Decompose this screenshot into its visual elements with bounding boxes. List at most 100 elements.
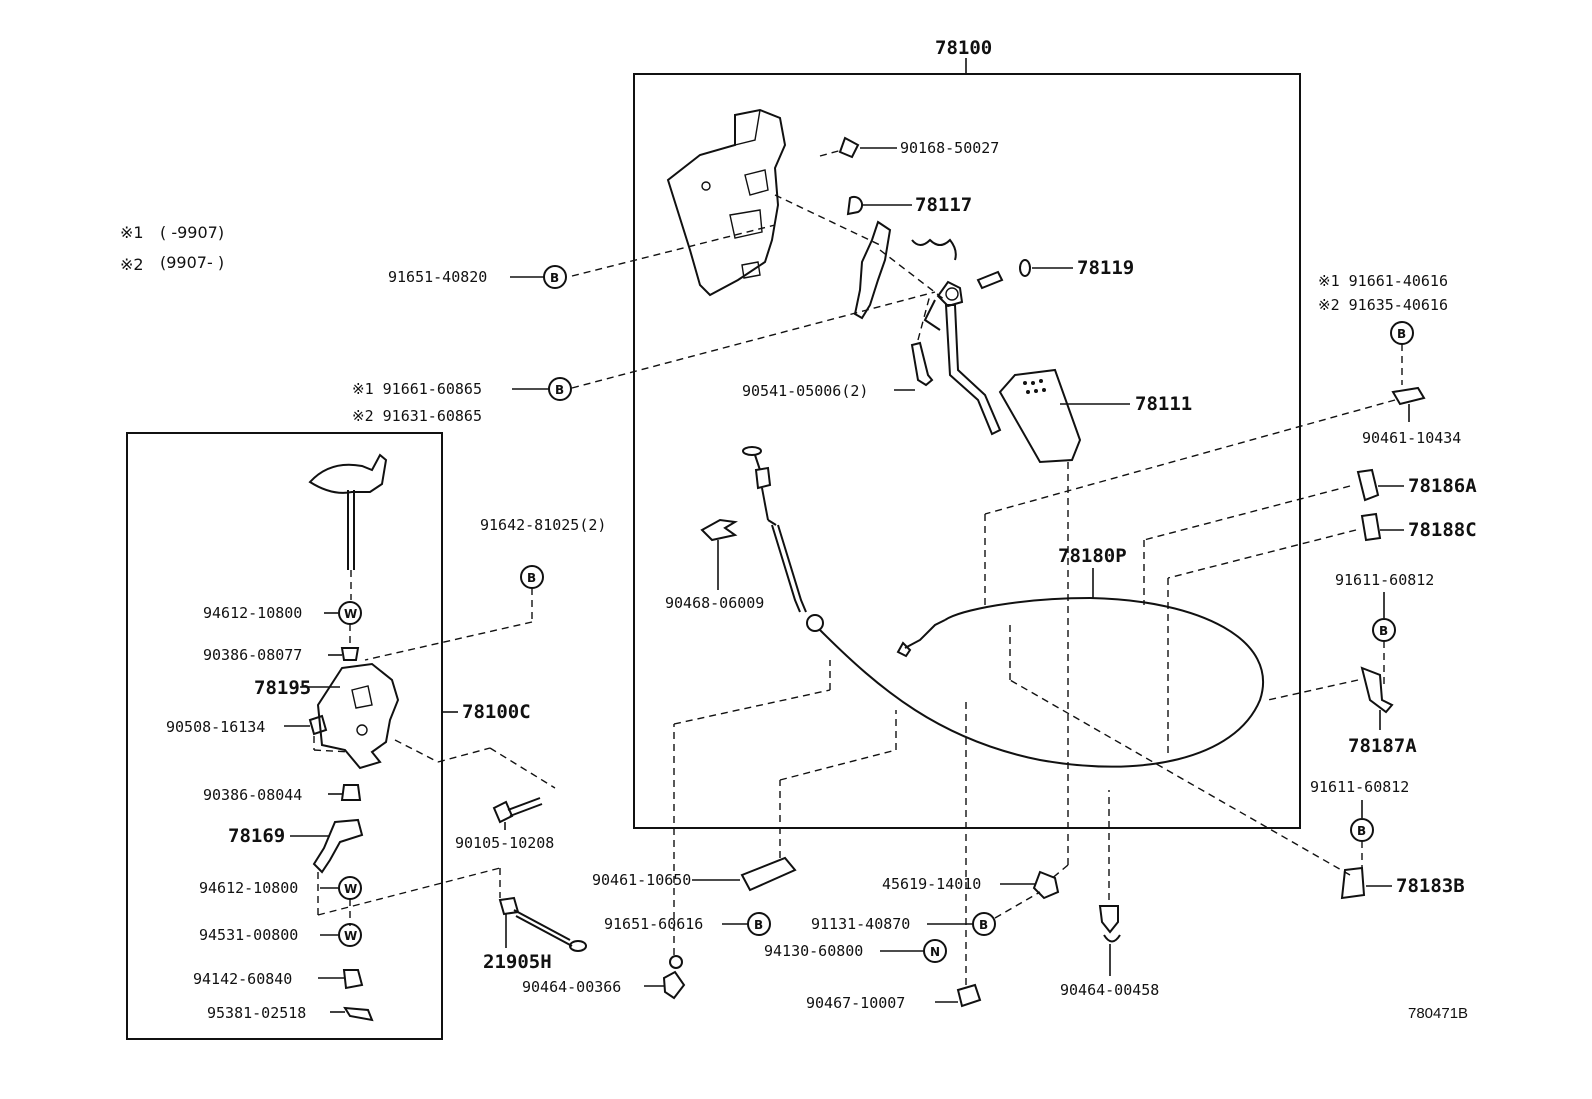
note-1: ※1 ( -9907)	[120, 223, 224, 242]
b-circle-icon	[747, 912, 771, 936]
callout-94130-60800: 94130-60800 N	[764, 939, 947, 963]
nut-90386-08044: 90386-08044	[203, 784, 362, 804]
callout-91131-40870: 91131-40870 B	[811, 891, 1041, 936]
label-90464-00458: 90464-00458	[1060, 981, 1159, 999]
label-78187A: 78187A	[1348, 735, 1417, 757]
bolt-90105-10208: 90105-10208	[455, 797, 554, 852]
note-2: ※2 (9907- )	[120, 253, 224, 274]
svg-text:B: B	[754, 918, 763, 932]
clip-90467-10007: 90467-10007	[806, 702, 982, 1012]
clamp-78186A: 78186A	[1143, 468, 1477, 605]
lever-78169: 78169	[228, 818, 501, 916]
pin-95381-02518: 95381-02518	[207, 1004, 374, 1022]
callout-91651-60616: 91651-60616 B	[604, 912, 771, 936]
throttle-cable	[742, 446, 1265, 768]
svg-text:W: W	[344, 929, 357, 943]
svg-text:N: N	[930, 945, 940, 959]
label-90386-08044: 90386-08044	[203, 786, 302, 804]
svg-text:※1: ※1	[120, 223, 144, 242]
svg-text:(9907- ): (9907- )	[160, 253, 224, 272]
label-90386-08077: 90386-08077	[203, 646, 302, 664]
label-91651-40820: 91651-40820	[388, 268, 487, 286]
cable-21905H: 21905H	[483, 896, 587, 973]
accelerator-pedal-arm	[944, 304, 1002, 436]
svg-text:B: B	[555, 383, 564, 397]
callout-45619-14010: 45619-14010	[882, 462, 1069, 900]
assembly-78100-label: 78100	[935, 37, 992, 59]
callout-91661-40616: ※1 91661-40616 ※2 91635-40616 B	[1318, 272, 1448, 385]
label-90464-00366: 90464-00366	[522, 978, 621, 996]
callout-90461-10650: 90461-10650	[592, 710, 897, 892]
clamp-78187A: 78187A	[1267, 666, 1417, 757]
callout-91611-60812-b: 91611-60812 B	[1310, 778, 1409, 868]
callout-91642-81025: 91642-81025(2) B	[364, 516, 606, 661]
svg-text:B: B	[1379, 624, 1388, 638]
b-circle-icon	[972, 912, 996, 936]
label-91611-60812-b: 91611-60812	[1310, 778, 1409, 796]
svg-text:( -9907): ( -9907)	[160, 223, 224, 242]
label-91661-60865: ※1 91661-60865	[352, 380, 482, 398]
figure-id: 780471B	[1408, 1005, 1468, 1022]
hood-lock-78195: 78195	[254, 662, 400, 770]
label-91131-40870: 91131-40870	[811, 915, 910, 933]
label-90508-16134: 90508-16134	[166, 718, 265, 736]
callout-91611-60812-a: 91611-60812 B	[1335, 571, 1434, 685]
callout-78180P: 78180P	[1058, 545, 1127, 598]
svg-text:W: W	[344, 882, 357, 896]
label-94130-60800: 94130-60800	[764, 942, 863, 960]
accelerator-pedal-pad-78111: 78111	[998, 368, 1192, 464]
label-78188C: 78188C	[1408, 519, 1477, 541]
label-78183B: 78183B	[1396, 875, 1465, 897]
label-90105-10208: 90105-10208	[455, 834, 554, 852]
label-91651-60616: 91651-60616	[604, 915, 703, 933]
label-78111: 78111	[1135, 393, 1192, 415]
label-78180P: 78180P	[1058, 545, 1127, 567]
clip-90468-06009: 90468-06009	[665, 518, 764, 612]
callout-94612-10800-b: 94612-10800 W	[199, 876, 362, 926]
label-94531-00800: 94531-00800	[199, 926, 298, 944]
hood-lock-lever	[308, 453, 388, 600]
label-91635-40616: ※2 91635-40616	[1318, 296, 1448, 314]
label-78119: 78119	[1077, 257, 1134, 279]
label-90461-10650: 90461-10650	[592, 871, 691, 889]
label-78186A: 78186A	[1408, 475, 1477, 497]
label-90541-05006: 90541-05006(2)	[742, 382, 868, 400]
assembly-78100-frame	[633, 73, 1301, 829]
callout-94612-10800-a: 94612-10800 W	[203, 601, 362, 644]
bushing-78117: 78117	[846, 194, 972, 216]
callout-91651-40820: 91651-40820 B	[388, 265, 567, 289]
label-91642-81025: 91642-81025(2)	[480, 516, 606, 534]
nut-90386-08077: 90386-08077	[203, 646, 360, 664]
clip-90464-00366: 90464-00366	[522, 660, 831, 1000]
nut-94142-60840: 94142-60840	[193, 969, 364, 990]
clip-90464-00458: 90464-00458	[1060, 790, 1159, 999]
bolt-90168-50027: 90168-50027	[819, 136, 999, 159]
label-78195: 78195	[254, 677, 311, 699]
label-90468-06009: 90468-06009	[665, 594, 764, 612]
assembly-78100c-label: 78100C	[462, 701, 531, 723]
n-circle-icon	[923, 939, 947, 963]
label-78169: 78169	[228, 825, 285, 847]
svg-text:B: B	[1397, 327, 1406, 341]
label-95381-02518: 95381-02518	[207, 1004, 306, 1022]
clamp-78188C: 78188C	[1167, 512, 1477, 755]
label-78117: 78117	[915, 194, 972, 216]
b-circle-icon	[543, 265, 567, 289]
svg-text:B: B	[979, 918, 988, 932]
svg-text:B: B	[550, 271, 559, 285]
w-circle-icon	[338, 923, 362, 947]
label-94142-60840: 94142-60840	[193, 970, 292, 988]
label-90461-10434: 90461-10434	[1362, 429, 1461, 447]
b-circle-icon	[548, 377, 572, 401]
callout-91661-60865: ※1 91661-60865 ※2 91631-60865 B	[352, 377, 572, 425]
svg-text:W: W	[344, 607, 357, 621]
label-21905H: 21905H	[483, 951, 552, 973]
label-90168-50027: 90168-50027	[900, 139, 999, 157]
label-91631-60865: ※2 91631-60865	[352, 407, 482, 425]
pin-78119: 78119	[976, 257, 1134, 290]
label-94612-10800-b: 94612-10800	[199, 879, 298, 897]
svg-text:B: B	[1357, 824, 1366, 838]
clamp-90461-10434: 90461-10434	[984, 386, 1461, 610]
svg-text:※2: ※2	[120, 255, 144, 274]
